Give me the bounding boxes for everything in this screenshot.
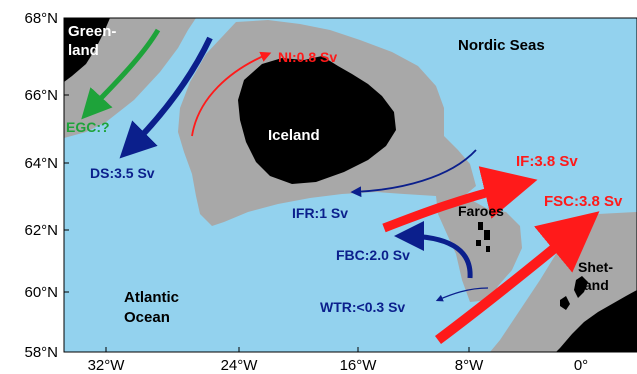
ni-flow-arrow — [191, 51, 272, 137]
fbc-label: FBC:2.0 Sv — [336, 247, 410, 263]
fsc-flow-arrow — [434, 211, 600, 344]
shetland-label: Shet- land — [578, 259, 617, 293]
ifr-flow-arrow — [350, 149, 477, 198]
atlantic-label-line1: Atlantic — [124, 289, 179, 306]
shetland-label-line2: land — [580, 277, 609, 293]
lon-label-24w: 24°W — [221, 357, 259, 374]
ds-flow-arrow — [119, 36, 213, 159]
ni-label: NI:0.8 Sv — [278, 49, 337, 65]
lon-label-16w: 16°W — [340, 357, 378, 374]
lon-label-32w: 32°W — [88, 357, 126, 374]
greenland-label-line1: Green- — [68, 23, 116, 40]
fbc-flow-arrow — [394, 221, 473, 279]
lat-label-62: 62°N — [24, 222, 58, 239]
latitude-axis: 68°N 66°N 64°N 62°N 60°N 58°N — [24, 10, 69, 361]
ifr-label: IFR:1 Sv — [292, 205, 348, 221]
greenland-land — [64, 18, 110, 82]
ds-label: DS:3.5 Sv — [90, 165, 155, 181]
lat-label-58: 58°N — [24, 344, 58, 361]
fsc-label: FSC:3.8 Sv — [544, 193, 623, 210]
faroe-islands — [476, 222, 490, 252]
iceland-label: Iceland — [268, 127, 320, 144]
atlantic-label: Atlantic Ocean — [124, 289, 183, 326]
map-frame — [63, 17, 637, 353]
shetland-label-line1: Shet- — [578, 259, 613, 275]
lat-label-60: 60°N — [24, 284, 58, 301]
iceland-land — [238, 56, 396, 184]
if-label: IF:3.8 Sv — [516, 153, 578, 170]
egc-flow-arrow — [81, 28, 161, 120]
wtr-flow-arrow — [435, 287, 489, 302]
lat-label-66: 66°N — [24, 87, 58, 104]
faroes-label: Faroes — [458, 203, 504, 219]
greenland-label: Green- land — [68, 23, 121, 59]
wtr-label: WTR:<0.3 Sv — [320, 299, 405, 315]
lat-label-64: 64°N — [24, 155, 58, 172]
lon-label-0: 0° — [574, 357, 588, 374]
greenland-label-line2: land — [68, 42, 99, 59]
map-area: Green- land Nordic Seas Iceland Faroes S… — [64, 18, 637, 352]
longitude-axis: 32°W 24°W 16°W 8°W 0° — [88, 347, 588, 374]
egc-label: EGC:? — [66, 119, 110, 135]
nordic-seas-label: Nordic Seas — [458, 37, 545, 54]
atlantic-label-line2: Ocean — [124, 309, 170, 326]
lat-label-68: 68°N — [24, 10, 58, 27]
faroe-shelf — [436, 196, 522, 302]
shetland-land — [556, 276, 637, 352]
lon-label-8w: 8°W — [455, 357, 484, 374]
